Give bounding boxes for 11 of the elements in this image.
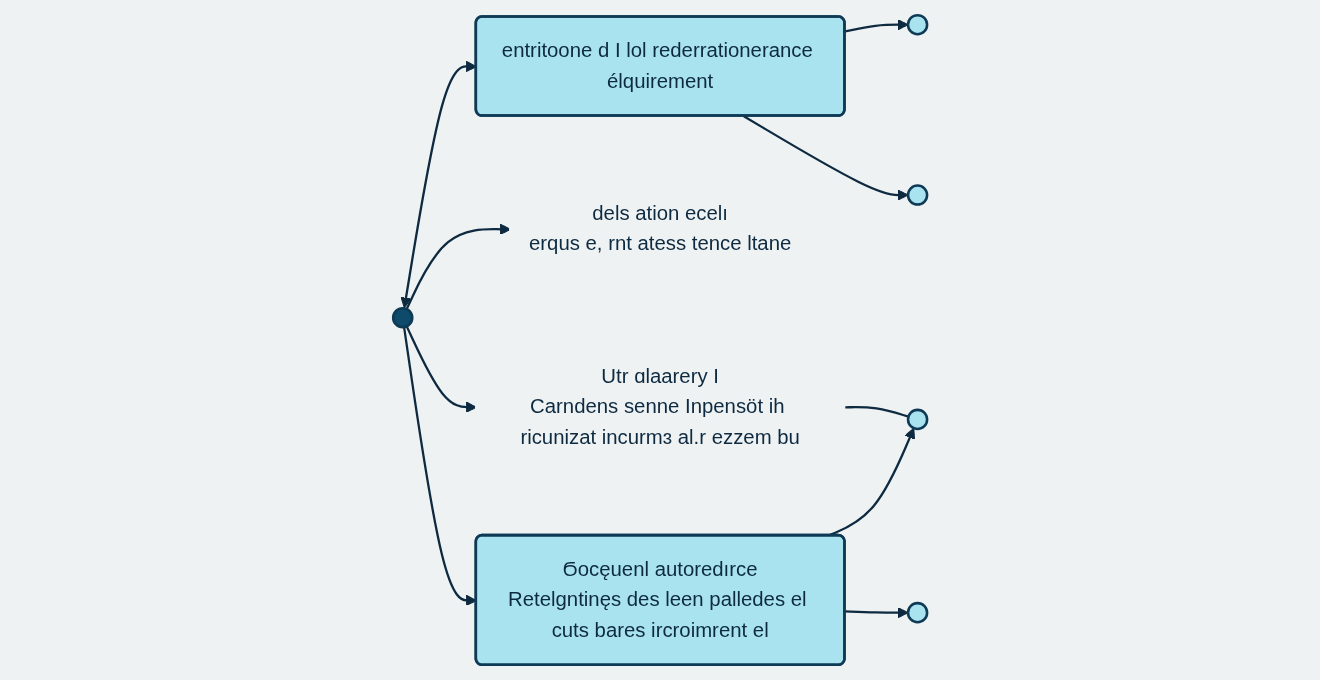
node-circle <box>391 306 414 329</box>
arrow <box>844 607 909 619</box>
arrow <box>743 115 909 201</box>
node-circle <box>906 13 929 36</box>
node-circle <box>906 601 929 624</box>
node-circle <box>906 408 929 431</box>
node-text: dels ation ecelı erqus e, rnt atess tence ltane <box>528 202 792 255</box>
connector <box>844 406 909 418</box>
node-circle <box>906 184 929 206</box>
arrow <box>844 19 909 33</box>
node-text: Utr ɑlaarery I Carndens senne Inpensöt ih ricunizat incurmɜ al.r ezzem bu <box>520 364 800 448</box>
